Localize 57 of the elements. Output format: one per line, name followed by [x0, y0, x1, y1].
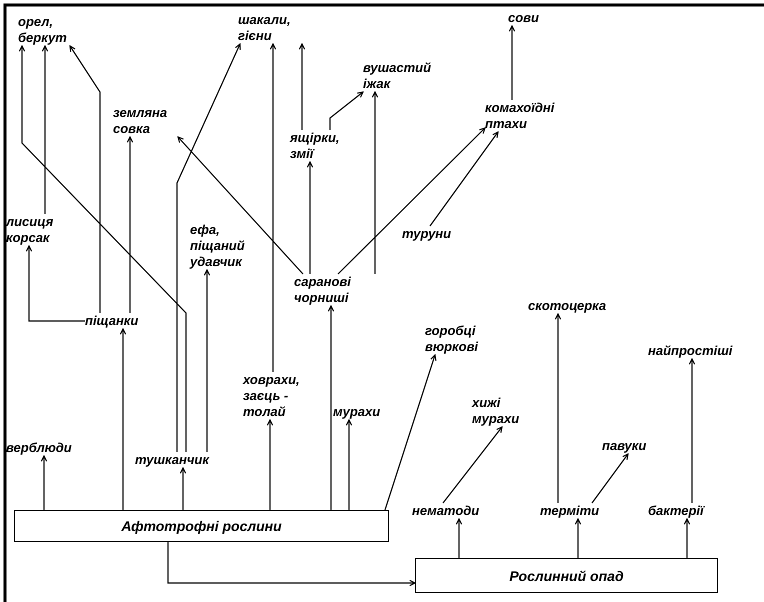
food-chain-arrow [26, 245, 85, 322]
food-chain-arrow [372, 91, 378, 274]
trophic-group-box: Рослинний опад [415, 558, 718, 593]
food-chain-arrow [167, 542, 416, 586]
food-chain-arrow [508, 25, 516, 100]
food-chain-arrow [120, 328, 126, 510]
organism-label: ефа, піщаний удавчик [190, 222, 264, 270]
food-chain-arrow [329, 91, 364, 130]
food-chain-arrow [126, 136, 134, 313]
organism-label: комахоїдні птахи [485, 100, 585, 132]
food-chain-arrow [306, 161, 314, 274]
food-chain-arrow [270, 43, 276, 372]
organism-label: ящірки, змії [290, 130, 358, 162]
organism-label: мурахи [333, 404, 388, 420]
food-chain-arrow [574, 518, 582, 558]
food-chain-arrow [40, 455, 48, 510]
food-chain-arrow [456, 518, 462, 558]
organism-label: терміти [540, 503, 615, 519]
organism-label: верблюди [6, 440, 91, 456]
food-chain-arrow [204, 269, 210, 452]
food-chain-arrow [298, 43, 306, 130]
organism-label: нематоди [412, 503, 497, 519]
food-chain-arrow [442, 426, 503, 504]
food-chain-arrow [266, 419, 274, 510]
food-chain-arrow [384, 354, 436, 510]
food-chain-arrow [430, 131, 499, 226]
organism-label: вушастий іжак [363, 60, 458, 92]
organism-label: ховрахи, заєць - толай [243, 372, 323, 420]
food-chain-arrow [592, 453, 629, 504]
organism-label: саранові чорниші [294, 274, 379, 306]
organism-label: орел, беркут [18, 14, 88, 46]
organism-label: тушканчик [135, 452, 230, 468]
organism-label: туруни [402, 226, 472, 242]
food-chain-arrow [69, 45, 101, 313]
food-chain-arrow [176, 43, 241, 452]
food-chain-arrow [554, 313, 562, 503]
organism-label: шакали, гієни [238, 12, 308, 44]
food-chain-arrow [338, 127, 486, 274]
food-chain-arrow [180, 467, 186, 510]
food-chain-arrow [688, 358, 696, 503]
food-chain-arrow [42, 45, 48, 214]
organism-label: хижі мурахи [472, 395, 542, 427]
organism-label: лисиця корсак [6, 214, 82, 246]
organism-label: піщанки [85, 313, 160, 329]
organism-label: бактерії [648, 503, 728, 519]
organism-label: горобці вюркові [425, 323, 495, 355]
organism-label: скотоцерка [528, 298, 628, 314]
organism-label: сови [508, 10, 553, 26]
food-chain-arrow [328, 305, 334, 510]
food-chain-arrow [18, 45, 187, 452]
organism-label: найпростіші [648, 343, 743, 359]
organism-label: павуки [602, 438, 662, 454]
food-chain-arrow [177, 136, 304, 274]
food-chain-arrow [346, 419, 352, 510]
organism-label: земляна совка [113, 105, 188, 137]
trophic-group-box: Афтотрофні рослини [14, 510, 389, 542]
food-chain-arrow [684, 518, 690, 558]
